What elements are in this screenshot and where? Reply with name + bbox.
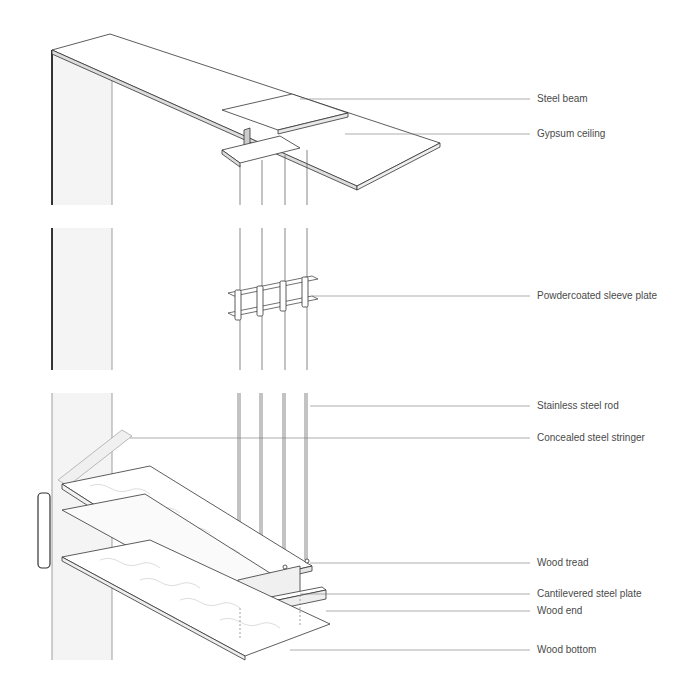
part-label: Concealed steel stringer bbox=[536, 432, 646, 444]
part-label: Powdercoated sleeve plate bbox=[536, 290, 658, 302]
part-label: Steel beam bbox=[536, 93, 589, 105]
part-label: Cantilevered steel plate bbox=[536, 588, 643, 600]
part-label: Gypsum ceiling bbox=[536, 128, 606, 140]
part-label: Wood end bbox=[536, 605, 583, 617]
part-label: Wood tread bbox=[536, 557, 590, 569]
part-label: Stainless steel rod bbox=[536, 400, 620, 412]
part-label: Wood bottom bbox=[536, 644, 597, 656]
